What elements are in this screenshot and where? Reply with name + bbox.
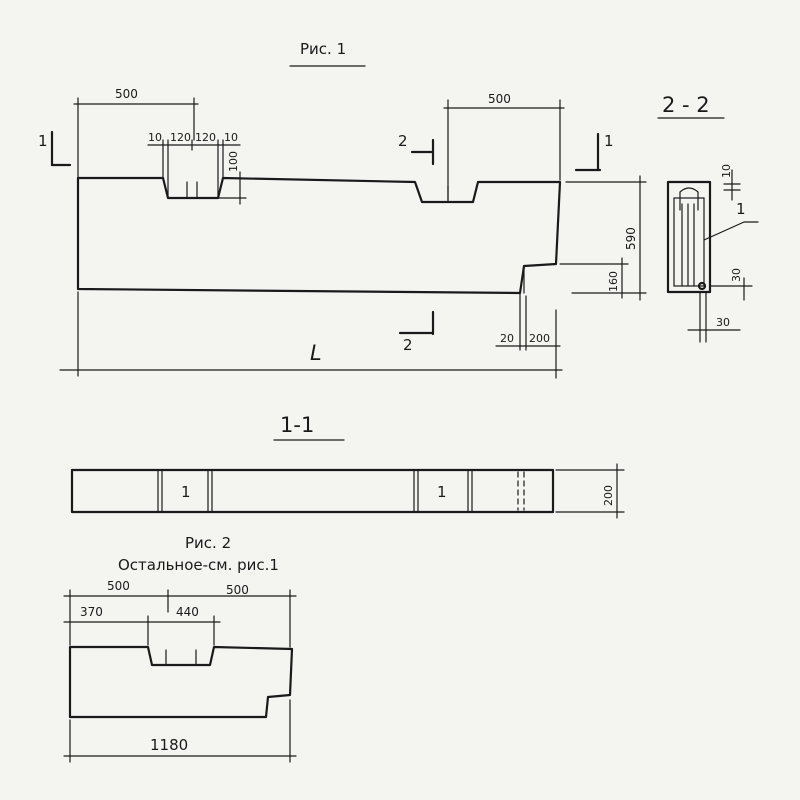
dim-500-right-label: 500: [488, 92, 511, 106]
dim-500-left-label: 500: [115, 87, 138, 101]
dim-20-label: 20: [500, 332, 514, 345]
dim-L-label: L: [310, 341, 322, 365]
section22-callout-leader: [703, 221, 745, 241]
beam-outline: [76, 176, 562, 295]
fig2-dim370-label: 370: [80, 605, 103, 619]
section22-title: 2 - 2: [662, 93, 710, 117]
dim-10a-label: 10: [148, 131, 162, 144]
dim-200-label: 200: [529, 332, 550, 345]
fig2-dim440-label: 440: [176, 605, 199, 619]
section-1-1: 1-1 1 1 200: [70, 413, 625, 519]
fig2-dim500b-label: 500: [226, 583, 249, 597]
dim-160-label: 160: [607, 271, 620, 292]
dim-120b-label: 120: [195, 131, 216, 144]
fig2-note: Остальное-см. рис.1: [118, 556, 279, 574]
fig2-title: Рис. 2: [185, 534, 231, 552]
cut2-bottom-label: 2: [403, 336, 413, 354]
dim-590-label: 590: [624, 227, 638, 250]
section22-cage: [673, 197, 705, 287]
dim-120a-label: 120: [170, 131, 191, 144]
fig1-title: Рис. 1: [300, 40, 346, 58]
section11-mark-a: 1: [181, 483, 191, 501]
section11-title: 1-1: [280, 413, 314, 437]
section22-dim10-label: 10: [720, 164, 733, 178]
cut2-top-label: 2: [398, 132, 408, 150]
section11-outline: [70, 468, 555, 514]
section-2-2: 2 - 2 10 1 30 30: [657, 93, 759, 343]
cut1-left-label: 1: [38, 132, 48, 150]
fig2-outline: [68, 645, 294, 719]
section22-loop: [679, 187, 699, 211]
section22-callout-label: 1: [736, 200, 746, 218]
section22-dim30b-label: 30: [716, 316, 730, 329]
section22-rebar-dot: [697, 281, 707, 291]
cut1-right-label: 1: [604, 132, 614, 150]
dim-10b-label: 10: [224, 131, 238, 144]
section11-mark-b: 1: [437, 483, 447, 501]
fig2-dim1180-label: 1180: [150, 736, 188, 754]
fig2: Рис. 2 Остальное-см. рис.1 500 500 370 4…: [63, 534, 297, 763]
fig1: Рис. 1 500 500 10 120 120 10 100: [38, 40, 647, 379]
fig2-dim500a-label: 500: [107, 579, 130, 593]
dim-100-label: 100: [227, 151, 240, 172]
section11-dim200-label: 200: [602, 485, 615, 506]
section22-dim30a-label: 30: [730, 268, 743, 282]
